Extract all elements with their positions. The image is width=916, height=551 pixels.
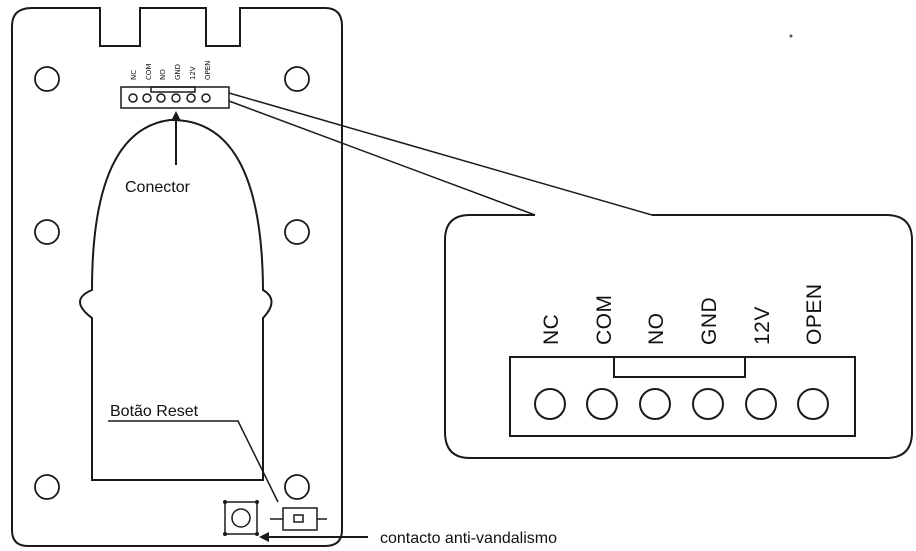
small-pin-label: NC bbox=[130, 70, 138, 80]
pin-label-12v: 12V bbox=[751, 306, 774, 345]
enlarged-view-bubble bbox=[444, 214, 913, 459]
tamper-arrow-head bbox=[259, 532, 269, 542]
reset-button-corner bbox=[223, 532, 227, 536]
small-pin-label: COM bbox=[145, 64, 153, 80]
enlarged-connector bbox=[509, 356, 856, 437]
reset-button bbox=[224, 501, 258, 535]
module-cutout bbox=[79, 118, 273, 481]
plate-connector-pins bbox=[128, 93, 211, 103]
mounting-hole bbox=[34, 474, 60, 500]
pin-label-com: COM bbox=[593, 295, 616, 346]
enlarged-connector-pins bbox=[534, 388, 829, 420]
mounting-plate-outline bbox=[11, 7, 343, 547]
enlarged-pin-labels: NC COM NO GND 12V OPEN bbox=[540, 283, 826, 345]
tamper-switch-actuator bbox=[293, 514, 304, 523]
plate-connector-bridge bbox=[150, 86, 196, 93]
reset-button-label: Botão Reset bbox=[110, 403, 199, 420]
enlarged-connector-bridge bbox=[613, 356, 746, 378]
small-pin-label: NO bbox=[159, 69, 167, 80]
callout-line bbox=[228, 100, 536, 216]
stray-dot bbox=[789, 34, 793, 38]
callout-line bbox=[228, 92, 653, 216]
small-pin-label: 12V bbox=[189, 66, 197, 80]
mounting-hole bbox=[284, 219, 310, 245]
tamper-switch bbox=[282, 507, 318, 531]
pin-label-no: NO bbox=[645, 313, 668, 346]
connector-label: Conector bbox=[125, 179, 191, 196]
mounting-hole bbox=[34, 66, 60, 92]
pin-label-open: OPEN bbox=[803, 283, 826, 345]
reset-button-corner bbox=[223, 500, 227, 504]
small-pin-label: OPEN bbox=[204, 61, 212, 80]
pin-label-gnd: GND bbox=[698, 297, 721, 345]
small-pin-label: GND bbox=[174, 64, 182, 80]
plate-connector-labels: NC COM NO GND 12V OPEN bbox=[130, 61, 212, 80]
reset-button-corner bbox=[255, 500, 259, 504]
reset-button-cap bbox=[231, 508, 251, 528]
tamper-contact-label: contacto anti-vandalismo bbox=[380, 530, 557, 547]
mounting-hole bbox=[284, 474, 310, 500]
reset-button-corner bbox=[255, 532, 259, 536]
reset-leader-line bbox=[108, 420, 279, 503]
mounting-hole bbox=[34, 219, 60, 245]
connector-arrow-head bbox=[171, 111, 181, 121]
mounting-hole bbox=[284, 66, 310, 92]
pin-label-nc: NC bbox=[540, 314, 563, 345]
